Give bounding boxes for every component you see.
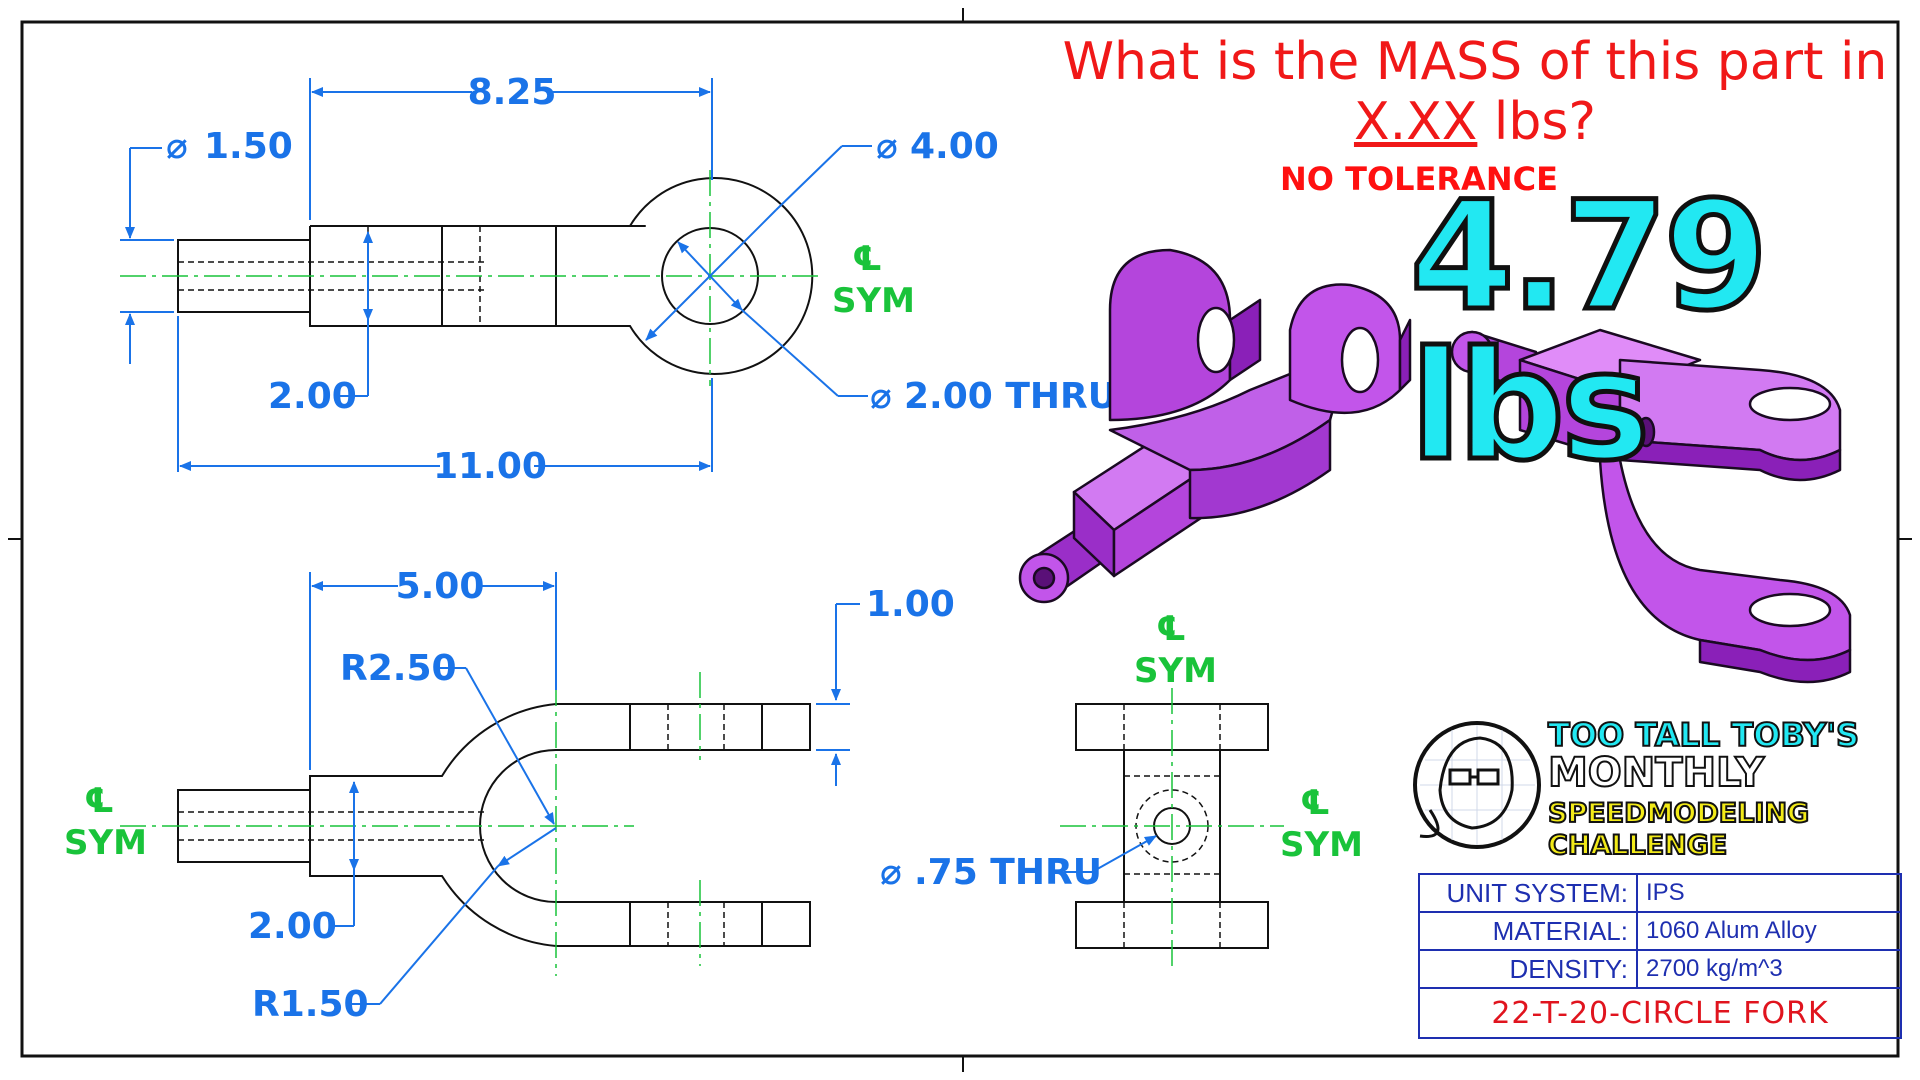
question-unit: lbs?: [1477, 92, 1597, 152]
material-value: 1060 Alum Alloy: [1636, 911, 1902, 951]
material-label: MATERIAL:: [1418, 911, 1638, 951]
iso-view-1: [1018, 248, 1412, 604]
logo-line-3: SPEEDMODELING: [1547, 797, 1810, 830]
dia-symbol-1: ⌀: [166, 126, 188, 167]
centerline-symbol-side-right: ℄: [1300, 783, 1330, 823]
logo-line-2: MONTHLY: [1547, 749, 1765, 797]
centerline-symbol-top: ℄: [852, 239, 882, 279]
dim-1-00: 1.00: [866, 584, 955, 625]
logo-line-4: CHALLENGE: [1547, 829, 1728, 862]
side-view: ⌀ .75 THRU ℄ SYM ℄ SYM: [880, 609, 1363, 968]
dim-dia-4-00: 4.00: [910, 126, 999, 167]
question-headline: What is the MASS of this part in X.XX lb…: [1050, 32, 1900, 152]
centerline-symbol-front: ℄: [84, 781, 114, 821]
part-number: 22-T-20-CIRCLE FORK: [1418, 987, 1902, 1039]
answer-mass: 4.79 lbs: [1408, 170, 1771, 494]
density-value: 2700 kg/m^3: [1636, 949, 1902, 989]
dim-r2-50: R2.50: [340, 648, 457, 689]
question-precision: X.XX: [1353, 92, 1478, 152]
dim-5-00: 5.00: [396, 566, 485, 607]
dim-dia-75-thru: .75 THRU: [914, 852, 1102, 893]
unit-system-value: IPS: [1636, 873, 1902, 913]
dia-symbol-2: ⌀: [876, 126, 898, 167]
dim-r1-50: R1.50: [252, 984, 369, 1025]
dim-11-00: 11.00: [433, 446, 547, 487]
unit-system-label: UNIT SYSTEM:: [1418, 873, 1638, 913]
dia-symbol-3: ⌀: [870, 376, 892, 417]
centerline-sym-front: SYM: [64, 823, 147, 863]
no-tolerance-note: NO TOLERANCE: [1280, 160, 1558, 198]
logo-badge: [1413, 721, 1541, 849]
dim-dia-1-50: 1.50: [204, 126, 293, 167]
title-block: UNIT SYSTEM: IPS MATERIAL: 1060 Alum All…: [1418, 873, 1902, 1039]
centerline-sym-side-right: SYM: [1280, 825, 1363, 865]
logo-line-1: TOO TALL TOBY'S: [1547, 715, 1860, 755]
dim-2-00-top: 2.00: [268, 376, 357, 417]
top-view: 8.25 11.00 ⌀ 1.50 2.00 ⌀ 4.00 ⌀ 2.00 THR…: [120, 72, 1117, 487]
front-view: 5.00 1.00 R2.50 2.00 R1.50 ℄ SYM: [64, 566, 955, 1025]
centerline-sym-side-top: SYM: [1134, 651, 1217, 691]
dim-2-00-front: 2.00: [248, 906, 337, 947]
density-label: DENSITY:: [1418, 949, 1638, 989]
dim-8-25: 8.25: [468, 72, 557, 113]
dim-dia-2-00-thru: 2.00 THRU: [904, 376, 1117, 417]
centerline-sym-top: SYM: [832, 281, 915, 321]
centerline-symbol-side-top: ℄: [1156, 609, 1186, 649]
iso-view-2: [1450, 328, 1852, 684]
question-line-1: What is the MASS of this part in: [1062, 32, 1888, 92]
dia-symbol-4: ⌀: [880, 852, 902, 893]
